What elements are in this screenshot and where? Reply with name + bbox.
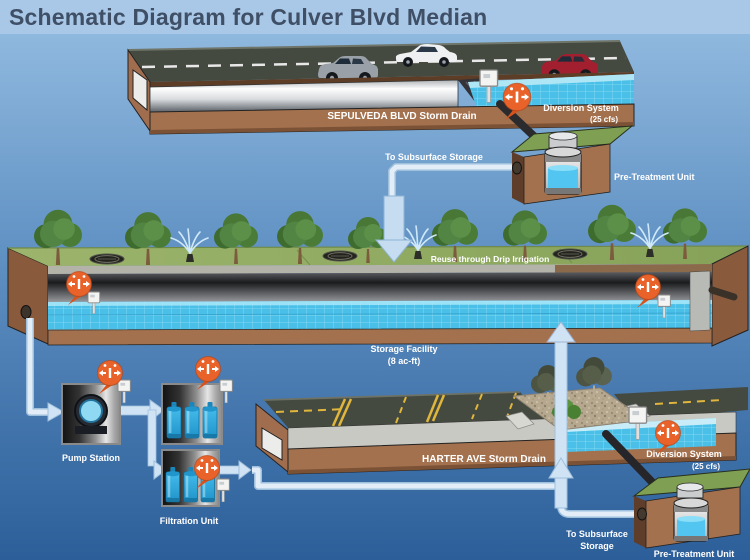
base-band-shadow <box>150 122 634 134</box>
page-title: Schematic Diagram for Culver Blvd Median <box>9 3 488 30</box>
pretreatment-bottom-label: Pre-Treatment Unit <box>654 549 735 559</box>
diversion-water-surface <box>566 418 716 432</box>
drain-opening <box>132 69 148 112</box>
schematic-diagram: SEPULVEDA BLVD Storm Drain Diversion Sys… <box>0 34 750 560</box>
reuse-label: Reuse through Drip Irrigation <box>431 254 550 264</box>
arrow-pump-to-filtration-shaft <box>119 405 151 416</box>
road-back-edge <box>263 391 521 401</box>
to-subsurface-bottom-label-1: To Subsurface <box>566 529 628 539</box>
pipe-filtration-to-riser <box>252 467 557 489</box>
pretreatment-outlet <box>512 161 522 175</box>
filter-tank <box>202 401 218 439</box>
storage-facility-label: Storage Facility <box>370 344 437 354</box>
filtration-unit-label: Filtration Unit <box>160 516 219 526</box>
pump-station-label: Pump Station <box>62 453 120 463</box>
diversion-bottom-label: Diversion System <box>646 449 722 459</box>
median-storage-block <box>7 204 749 347</box>
lane-marking <box>654 399 723 405</box>
to-subsurface-bottom-label-2: Storage <box>580 541 614 551</box>
pretreatment-unit-top <box>510 125 634 205</box>
storage-end-wall <box>689 270 711 332</box>
median-curb-block <box>505 411 535 430</box>
diversion-bottom-capacity: (25 cfs) <box>692 462 720 471</box>
sepulveda-asphalt-surface <box>128 41 634 82</box>
diversion-top-capacity: (25 cfs) <box>590 115 618 124</box>
arrow-into-filtration-2 <box>153 460 167 480</box>
down-arrow-to-storage-head <box>374 239 414 263</box>
filter-tank <box>166 401 182 439</box>
storage-water-surface <box>48 300 712 306</box>
pump-impeller <box>79 399 103 423</box>
drain-opening <box>261 427 283 461</box>
storage-water-crates <box>48 300 712 330</box>
pipe-storage-to-pump <box>27 318 48 415</box>
pump-station <box>61 383 121 445</box>
pretreatment-top-grass <box>632 468 750 497</box>
diagram-labels: SEPULVEDA BLVD Storm Drain Diversion Sys… <box>62 103 734 559</box>
median-soil-strip <box>555 264 712 273</box>
harter-drain-label: HARTER AVE Storm Drain <box>422 454 546 465</box>
harter-asphalt-right <box>614 387 748 420</box>
pretreatment-tank <box>673 497 709 542</box>
pipe-to-pretreatment-top <box>496 100 542 144</box>
arrow-from-filtration-2-shaft <box>218 465 240 475</box>
lane-markings <box>275 392 517 427</box>
pretreatment-tank <box>544 146 582 195</box>
storage-left-outlet <box>20 305 32 319</box>
riser-arrowhead-mid <box>548 457 574 479</box>
pretreatment-top-label: Pre-Treatment Unit <box>614 172 695 182</box>
filtration-units <box>161 383 223 507</box>
pretreatment-left-face <box>634 496 646 548</box>
diversion-water-surface <box>468 74 634 88</box>
road-soil-edge <box>150 72 634 87</box>
flow-pipes <box>26 163 640 518</box>
filter-tank <box>165 466 181 503</box>
to-subsurface-top-label: To Subsurface Storage <box>385 152 483 162</box>
manhole-cover <box>552 248 588 260</box>
pretreatment-unit-bottom <box>632 468 750 549</box>
access-lid-top <box>548 131 578 141</box>
pretreatment-left-face <box>512 152 524 204</box>
pipe-to-pretreatment-bottom <box>602 430 656 486</box>
down-arrow-to-storage-shaft <box>383 195 405 243</box>
riser-arrowhead-top <box>546 321 576 343</box>
access-lid-top <box>676 482 704 492</box>
pipe-pretreatment-to-storage-top <box>389 164 542 200</box>
road-center-line <box>141 56 627 69</box>
title-bar: Schematic Diagram for Culver Blvd Median <box>0 0 750 34</box>
riser-shaft <box>554 335 568 509</box>
manhole-cover <box>89 253 125 265</box>
base-band-shadow <box>288 456 736 474</box>
storage-chamber-ceiling <box>48 272 712 302</box>
filter-tank <box>184 401 200 439</box>
water-level-line <box>47 312 713 316</box>
pretreatment-outlet <box>637 507 647 521</box>
sepulveda-road-block <box>127 40 635 135</box>
median-curb-strip <box>48 264 712 274</box>
manhole-cover <box>322 250 358 262</box>
branch-to-filtration-2 <box>147 409 157 467</box>
pump-base <box>75 426 107 434</box>
diversion-top-label: Diversion System <box>543 103 619 113</box>
sepulveda-drain-label: SEPULVEDA BLVD Storm Drain <box>327 111 476 122</box>
storage-outlet-pipe-stub <box>708 286 738 301</box>
arrow-into-pump <box>47 402 66 422</box>
road-back-edge <box>127 40 621 51</box>
arrow-from-filtration-2-head <box>238 460 252 480</box>
storage-capacity-label: (8 ac-ft) <box>388 356 421 366</box>
storage-base-band <box>47 327 713 346</box>
riser-arrow-to-storage <box>546 321 576 509</box>
